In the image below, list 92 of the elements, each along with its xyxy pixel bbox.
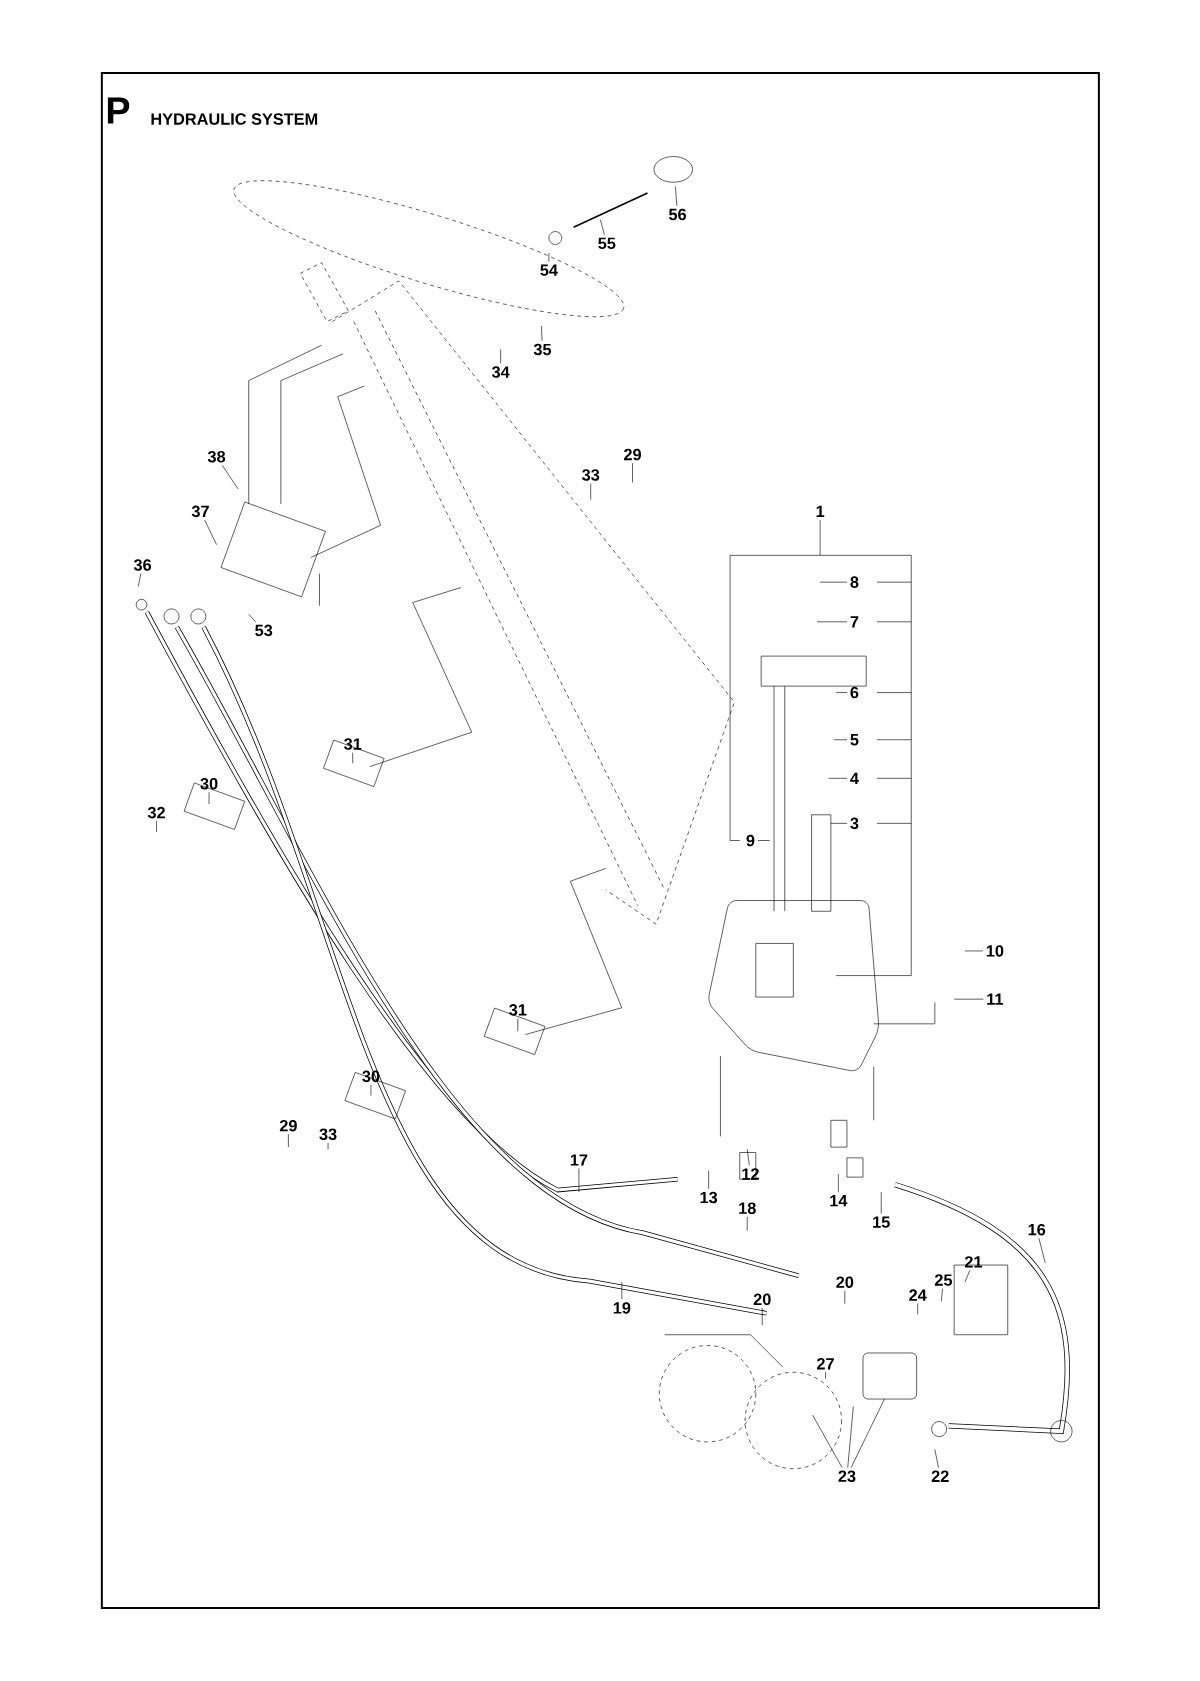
callout-number: 9 xyxy=(746,834,755,847)
leader-line xyxy=(248,614,257,623)
leader-line xyxy=(500,349,502,364)
leader-line xyxy=(1038,1237,1046,1264)
leader-line xyxy=(708,1170,710,1190)
callout-number: 8 xyxy=(850,576,859,588)
callout-number: 15 xyxy=(873,1216,891,1228)
callout-number: 38 xyxy=(208,450,226,463)
leader-line xyxy=(838,1173,839,1193)
leader-line xyxy=(820,581,848,583)
leader-line xyxy=(847,1406,854,1468)
leader-line xyxy=(844,1290,846,1304)
callout-number: 23 xyxy=(838,1470,856,1483)
callout-number: 31 xyxy=(509,1004,527,1016)
leader-line xyxy=(370,1084,372,1096)
leader-line xyxy=(830,823,848,824)
callout-number: 24 xyxy=(909,1289,927,1301)
callout-number: 19 xyxy=(613,1302,631,1314)
callout-number: 29 xyxy=(280,1119,298,1132)
callout-number: 33 xyxy=(319,1128,337,1141)
callout-number: 37 xyxy=(191,505,210,518)
callout-number: 54 xyxy=(540,264,559,276)
callout-number: 20 xyxy=(836,1276,854,1288)
leader-line xyxy=(836,692,848,693)
leader-line xyxy=(222,465,239,490)
leader-line xyxy=(816,621,848,623)
callout-number: 32 xyxy=(148,806,166,819)
leader-line xyxy=(288,1133,289,1148)
section-letter: P xyxy=(108,97,130,124)
leader-line xyxy=(747,1148,750,1166)
callout-number: 25 xyxy=(935,1274,953,1286)
leader-line xyxy=(138,573,142,587)
callout-number: 35 xyxy=(533,343,552,356)
leader-line xyxy=(934,1449,939,1469)
leader-line xyxy=(828,778,848,779)
callout-number: 6 xyxy=(850,686,859,699)
callout-number: 10 xyxy=(987,945,1004,957)
callout-number: 36 xyxy=(134,559,152,571)
leader-line xyxy=(548,252,550,262)
leader-line xyxy=(729,519,912,976)
leader-line xyxy=(833,739,848,741)
leader-line xyxy=(352,752,354,764)
callout-number: 31 xyxy=(344,738,362,750)
callout-number: 29 xyxy=(624,448,642,461)
callout-number: 12 xyxy=(742,1168,760,1180)
callout-number: 1 xyxy=(816,505,825,517)
callout-number: 30 xyxy=(200,777,218,790)
callout-number: 5 xyxy=(850,734,859,746)
leader-line xyxy=(762,1307,763,1326)
leader-line xyxy=(964,950,984,952)
callout-number: 11 xyxy=(987,993,1004,1005)
callout-number: 22 xyxy=(931,1470,949,1482)
leader-line xyxy=(941,1288,944,1302)
leader-line xyxy=(964,1270,971,1283)
callout-number: 13 xyxy=(700,1191,718,1204)
callout-number: 16 xyxy=(1028,1223,1046,1236)
leader-line xyxy=(632,462,634,483)
leader-line xyxy=(954,998,984,1000)
callout-number: 7 xyxy=(850,616,859,628)
callout-number: 30 xyxy=(362,1070,380,1083)
callout-number: 33 xyxy=(582,469,600,481)
leader-line xyxy=(208,792,210,805)
leader-line xyxy=(541,325,543,342)
callout-number: 53 xyxy=(255,624,273,637)
callout-number: 56 xyxy=(669,208,687,221)
leader-line xyxy=(621,1281,623,1300)
callout-number: 3 xyxy=(850,817,859,830)
leader-line xyxy=(747,1216,748,1232)
leader-line xyxy=(917,1303,919,1315)
leader-line xyxy=(517,1018,519,1032)
leader-line xyxy=(675,186,678,207)
callout-number: 21 xyxy=(965,1256,983,1268)
callout-number: 18 xyxy=(739,1202,756,1214)
title: HYDRAULIC SYSTEM xyxy=(151,113,318,125)
leader-line xyxy=(578,1168,580,1193)
leader-line xyxy=(825,1371,826,1379)
callout-number: 14 xyxy=(830,1195,848,1207)
leader-line xyxy=(327,1142,329,1150)
leader-line xyxy=(156,820,158,833)
callout-number: 20 xyxy=(753,1293,771,1306)
leader-line xyxy=(851,1398,885,1468)
leader-line xyxy=(590,483,592,500)
callout-number: 17 xyxy=(571,1154,588,1166)
leader-line xyxy=(204,519,218,545)
leader-line xyxy=(812,1414,843,1468)
leader-line xyxy=(600,219,605,236)
callout-number: 27 xyxy=(817,1358,835,1370)
leader-line xyxy=(757,840,771,841)
leader-line xyxy=(881,1191,882,1214)
callout-number: 55 xyxy=(598,237,616,250)
callout-number: 34 xyxy=(492,366,510,378)
callout-number: 4 xyxy=(850,772,860,784)
